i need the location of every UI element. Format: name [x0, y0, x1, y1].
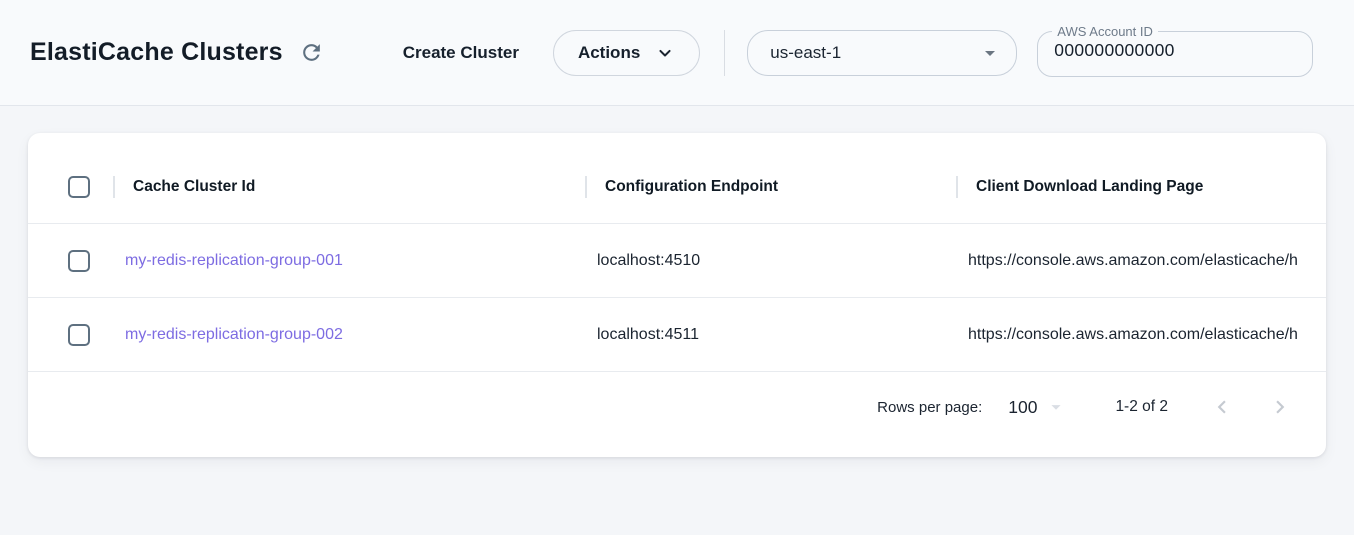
column-header-label: Client Download Landing Page	[976, 178, 1204, 195]
rows-per-page-select[interactable]: 100	[1008, 396, 1067, 418]
column-separator[interactable]	[585, 176, 587, 198]
pagination-bar: Rows per page: 100 1-2 of 2	[28, 372, 1326, 442]
cluster-link[interactable]: my-redis-replication-group-002	[125, 325, 343, 343]
column-header-configuration-endpoint[interactable]: Configuration Endpoint	[585, 151, 956, 223]
aws-account-id-input[interactable]	[1044, 37, 1307, 71]
content-area: Cache Cluster Id Configuration Endpoint …	[0, 106, 1354, 457]
cell-cache-cluster-id: my-redis-replication-group-001	[113, 224, 585, 297]
landing-page-url: https://console.aws.amazon.com/elasticac…	[968, 251, 1298, 269]
aws-account-id-field: AWS Account ID	[1037, 23, 1314, 77]
chevron-left-icon	[1209, 394, 1235, 420]
previous-page-button[interactable]	[1202, 387, 1242, 427]
column-separator[interactable]	[956, 176, 958, 198]
row-checkbox[interactable]	[68, 323, 90, 346]
table-header-row: Cache Cluster Id Configuration Endpoint …	[28, 151, 1326, 224]
cell-cache-cluster-id: my-redis-replication-group-002	[113, 298, 585, 371]
cluster-link[interactable]: my-redis-replication-group-001	[125, 251, 343, 269]
column-header-cache-cluster-id[interactable]: Cache Cluster Id	[113, 151, 585, 223]
refresh-icon	[299, 40, 324, 65]
clusters-table-card: Cache Cluster Id Configuration Endpoint …	[28, 133, 1326, 457]
rows-per-page-value: 100	[1008, 396, 1038, 417]
select-all-checkbox[interactable]	[68, 176, 90, 198]
region-select[interactable]: us-east-1	[747, 29, 1018, 76]
dropdown-caret-icon	[1037, 396, 1067, 418]
next-page-button[interactable]	[1260, 387, 1300, 427]
header-checkbox-cell	[28, 176, 113, 198]
header-divider	[724, 29, 726, 76]
page-title: ElastiCache Clusters	[30, 38, 283, 66]
column-header-label: Configuration Endpoint	[605, 178, 779, 195]
create-cluster-button[interactable]: Create Cluster	[402, 42, 519, 62]
chevron-right-icon	[1267, 394, 1293, 420]
cell-client-download-landing-page: https://console.aws.amazon.com/elasticac…	[956, 224, 1326, 297]
refresh-button[interactable]	[297, 38, 327, 68]
cell-configuration-endpoint: localhost:4510	[585, 224, 956, 297]
chevron-down-icon	[655, 43, 675, 63]
column-separator[interactable]	[113, 176, 115, 198]
row-checkbox[interactable]	[68, 249, 90, 272]
actions-dropdown-button[interactable]: Actions	[552, 29, 701, 76]
actions-button-label: Actions	[577, 42, 641, 62]
region-select-value: us-east-1	[770, 42, 842, 62]
pagination-range-label: 1-2 of 2	[1115, 398, 1168, 415]
column-header-label: Cache Cluster Id	[133, 178, 256, 195]
row-checkbox-cell	[28, 323, 113, 346]
aws-account-id-label: AWS Account ID	[1057, 23, 1153, 39]
configuration-endpoint-value: localhost:4511	[597, 325, 699, 343]
cell-client-download-landing-page: https://console.aws.amazon.com/elasticac…	[956, 298, 1326, 371]
dropdown-caret-icon	[978, 41, 1002, 65]
landing-page-url: https://console.aws.amazon.com/elasticac…	[968, 325, 1298, 343]
rows-per-page-label: Rows per page:	[877, 398, 983, 416]
configuration-endpoint-value: localhost:4510	[597, 251, 701, 269]
cell-configuration-endpoint: localhost:4511	[585, 298, 956, 371]
column-header-client-download-landing-page[interactable]: Client Download Landing Page	[956, 151, 1326, 223]
table-row: my-redis-replication-group-001 localhost…	[28, 224, 1326, 298]
top-header-bar: ElastiCache Clusters Create Cluster Acti…	[0, 0, 1354, 106]
table-row: my-redis-replication-group-002 localhost…	[28, 298, 1326, 372]
row-checkbox-cell	[28, 249, 113, 272]
